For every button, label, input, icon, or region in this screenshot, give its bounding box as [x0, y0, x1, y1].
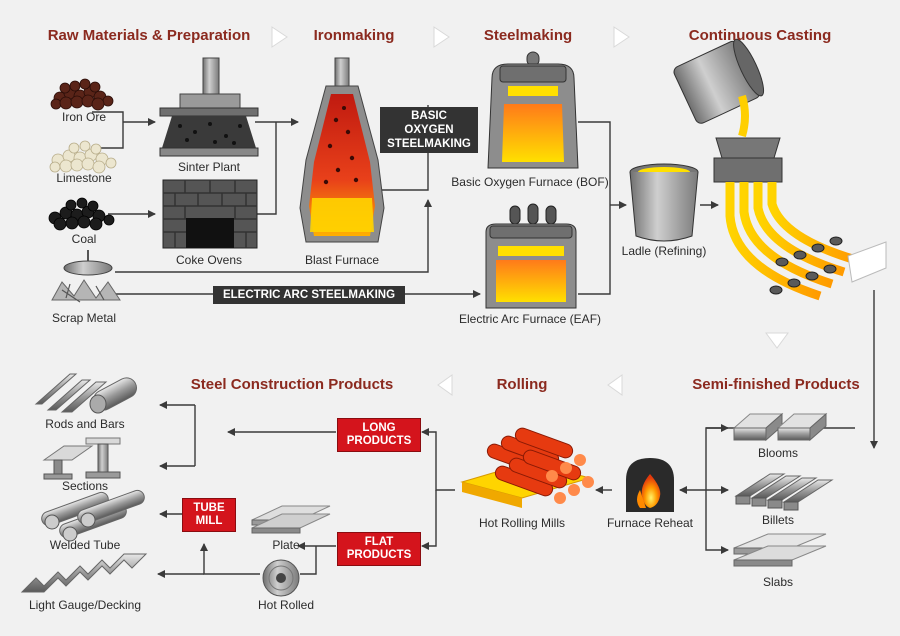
label-iron-ore: Iron Ore	[61, 110, 107, 124]
label-hot-rolling-mills: Hot Rolling Mills	[478, 516, 566, 530]
light-gauge-decking-icon	[20, 553, 148, 593]
tube-mill-box: TUBE MILL	[182, 498, 236, 532]
long-line1: LONG	[362, 422, 396, 434]
long-products-box: LONG PRODUCTS	[337, 418, 421, 452]
label-coke-ovens: Coke Ovens	[175, 253, 243, 267]
bos-line1: BASIC OXYGEN	[404, 110, 454, 136]
label-slabs: Slabs	[762, 575, 794, 589]
bos-line2: STEELMAKING	[387, 138, 471, 150]
tube-line2: MILL	[195, 515, 223, 527]
hot-rolled-coil-icon	[262, 559, 300, 597]
label-plate: Plate	[272, 538, 300, 552]
flat-products-box: FLAT PRODUCTS	[337, 532, 421, 566]
blast-furnace-icon	[299, 57, 385, 243]
label-sinter-plant: Sinter Plant	[177, 160, 241, 174]
label-rods-bars: Rods and Bars	[45, 417, 125, 431]
blooms-icon	[732, 412, 828, 442]
basic-oxygen-steelmaking-box: BASIC OXYGEN STEELMAKING	[380, 107, 478, 153]
heading-raw-materials: Raw Materials & Preparation	[47, 27, 251, 44]
eaf-icon	[485, 203, 577, 309]
long-line2: PRODUCTS	[346, 435, 412, 447]
label-furnace-reheat: Furnace Reheat	[606, 516, 694, 530]
ladle-icon	[629, 163, 699, 242]
billets-icon	[734, 473, 834, 511]
tube-line1: TUBE	[193, 502, 225, 514]
hot-rolling-mills-icon	[460, 427, 594, 508]
sections-icon	[42, 437, 121, 480]
coal-icon	[48, 197, 115, 231]
label-limestone: Limestone	[56, 171, 112, 185]
label-welded-tube: Welded Tube	[49, 538, 121, 552]
heading-steelmaking: Steelmaking	[483, 27, 573, 44]
heading-construction-products: Steel Construction Products	[190, 376, 394, 393]
label-coal: Coal	[71, 232, 97, 246]
label-hot-rolled: Hot Rolled	[257, 598, 315, 612]
label-billets: Billets	[761, 513, 795, 527]
slabs-icon	[733, 533, 827, 567]
heading-semi-finished: Semi-finished Products	[692, 376, 860, 393]
label-light-gauge-decking: Light Gauge/Decking	[28, 598, 142, 612]
label-eaf: Electric Arc Furnace (EAF)	[458, 312, 602, 326]
flat-line1: FLAT	[364, 536, 394, 548]
heading-continuous-casting: Continuous Casting	[688, 27, 832, 44]
bof-icon	[487, 51, 579, 169]
plate-icon	[251, 505, 331, 534]
coke-ovens-icon	[162, 179, 258, 249]
iron-ore-icon	[50, 78, 114, 111]
furnace-reheat-icon	[626, 458, 674, 512]
welded-tube-icon	[41, 489, 145, 542]
sinter-plant-icon	[159, 57, 259, 157]
label-bof: Basic Oxygen Furnace (BOF)	[451, 175, 609, 189]
label-sections: Sections	[61, 479, 109, 493]
label-scrap-metal: Scrap Metal	[51, 311, 117, 325]
stage-chevrons	[271, 26, 789, 396]
electric-arc-steelmaking-box: ELECTRIC ARC STEELMAKING	[213, 286, 405, 304]
flat-line2: PRODUCTS	[346, 549, 412, 561]
label-blast-furnace: Blast Furnace	[304, 253, 380, 267]
label-ladle: Ladle (Refining)	[621, 244, 707, 258]
rods-bars-icon	[34, 373, 137, 414]
label-blooms: Blooms	[757, 446, 799, 460]
limestone-icon	[49, 140, 117, 174]
heading-ironmaking: Ironmaking	[313, 27, 395, 44]
scrap-metal-icon	[51, 250, 121, 303]
heading-rolling: Rolling	[496, 376, 548, 393]
continuous-caster-icon	[673, 38, 887, 301]
